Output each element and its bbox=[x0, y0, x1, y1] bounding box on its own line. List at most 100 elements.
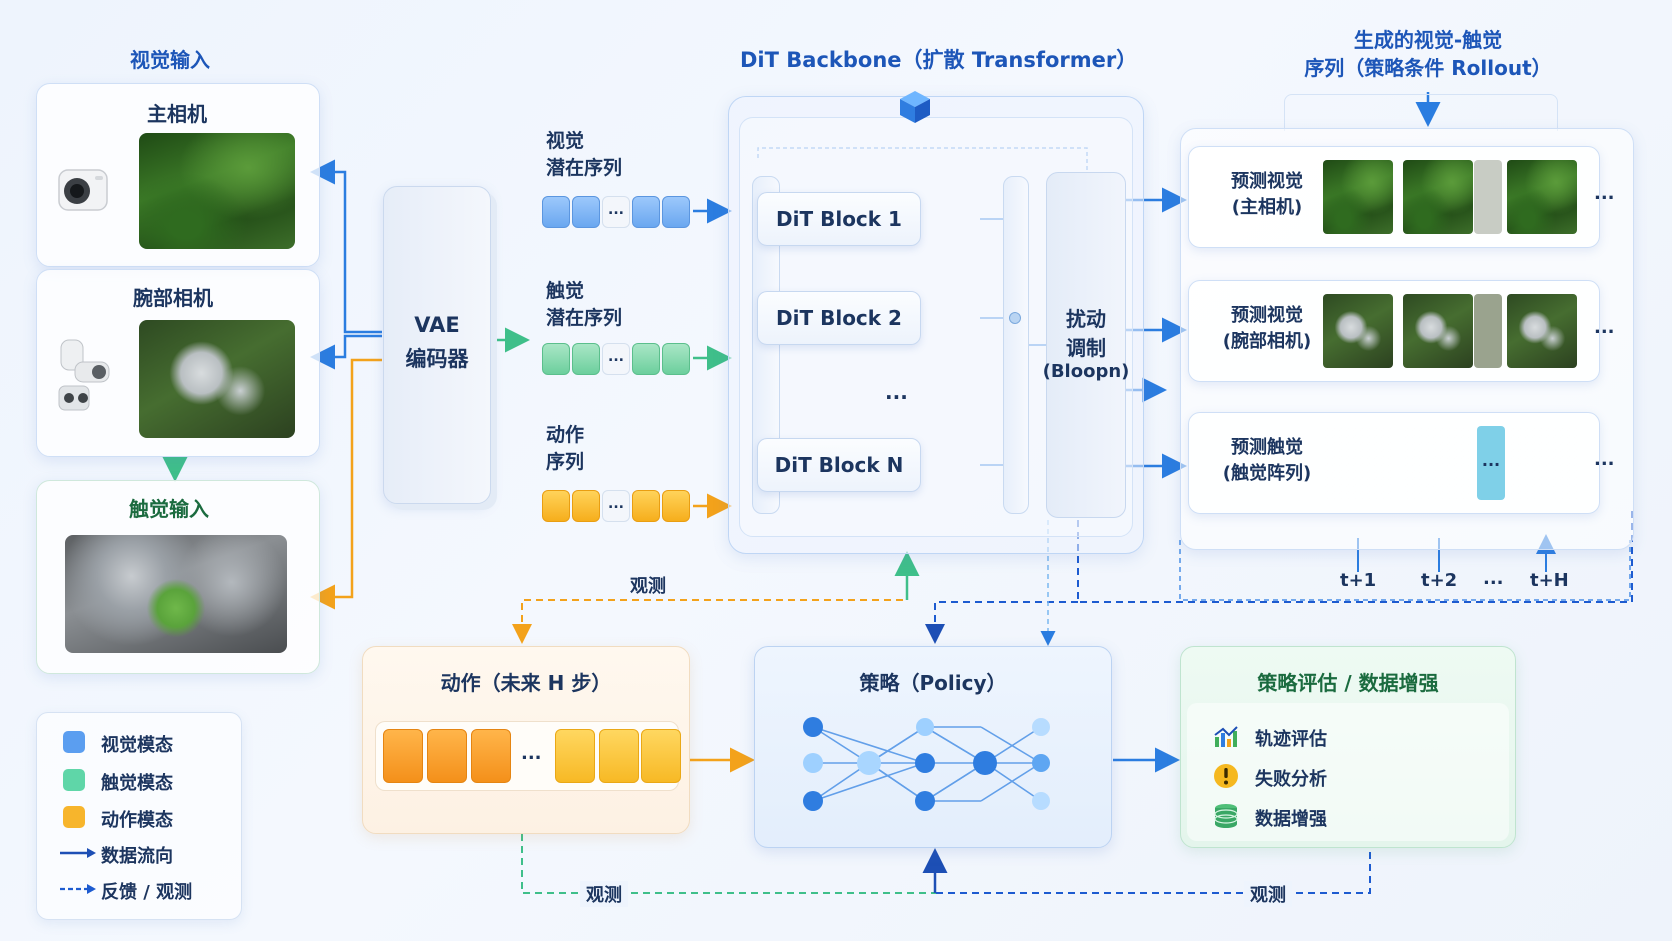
generated-top-bracket bbox=[1284, 94, 1558, 131]
time-label-2: t+2 bbox=[1421, 570, 1458, 591]
legend-swatch-visual bbox=[63, 731, 85, 753]
vae-sublabel: 编码器 bbox=[405, 347, 469, 371]
wrist-camera-image bbox=[139, 320, 295, 438]
pred-frame bbox=[1323, 294, 1393, 368]
pred-frame bbox=[1403, 160, 1473, 234]
pred-frame bbox=[1507, 294, 1577, 368]
legend-arrow-solid-icon bbox=[60, 848, 96, 858]
visual-input-title: 视觉输入 bbox=[130, 48, 210, 72]
tactile-input-title: 触觉输入 bbox=[129, 497, 209, 521]
evaluation-list bbox=[1187, 703, 1509, 841]
evaluation-box: 策略评估 / 数据增强 轨迹评估 失败分析 数据增强 bbox=[1180, 646, 1516, 848]
pred-label-line2: (主相机) bbox=[1231, 197, 1303, 218]
action-future-token bbox=[383, 729, 423, 783]
main-camera-card: 主相机 bbox=[36, 83, 320, 267]
action-seq-line2: 序列 bbox=[546, 451, 585, 473]
chart-icon bbox=[1213, 723, 1239, 749]
pred-row-ellipsis: ... bbox=[1594, 449, 1615, 470]
tactile-token bbox=[572, 343, 600, 375]
wrist-camera-label: 腕部相机 bbox=[133, 286, 213, 310]
action-future-token bbox=[555, 729, 595, 783]
action-future-token bbox=[427, 729, 467, 783]
legend-label-feedback: 反馈 / 观测 bbox=[101, 882, 193, 903]
dit-output-bar bbox=[1003, 176, 1029, 514]
tactile-input-image bbox=[65, 535, 287, 653]
action-token bbox=[542, 490, 570, 522]
evaluation-item-augmentation: 数据增强 bbox=[1255, 809, 1327, 830]
pred-label-line1: 预测触觉 bbox=[1231, 437, 1303, 458]
action-future-token bbox=[471, 729, 511, 783]
observation-label-top: 观测 bbox=[630, 576, 666, 597]
pred-frame bbox=[1507, 160, 1577, 234]
tactile-seq-line1: 触觉 bbox=[546, 280, 585, 302]
database-icon bbox=[1213, 803, 1239, 829]
camera-icon bbox=[55, 164, 111, 214]
evaluation-item-failure: 失败分析 bbox=[1255, 769, 1327, 790]
tactile-heatmap-ellipsis: ... bbox=[1477, 426, 1505, 500]
main-camera-image bbox=[139, 133, 295, 249]
legend-swatch-action bbox=[63, 806, 85, 828]
action-token-ellipsis: ... bbox=[602, 490, 630, 522]
pred-label-line1: 预测视觉 bbox=[1231, 305, 1303, 326]
observation-label-bottom-left: 观测 bbox=[580, 881, 628, 907]
legend-swatch-tactile bbox=[63, 769, 85, 791]
legend-arrow-dashed-icon bbox=[60, 884, 96, 894]
pred-row-label: 预测视觉 (主相机) bbox=[1207, 169, 1327, 221]
cube-icon bbox=[896, 88, 934, 126]
dit-block-n: DiT Block N bbox=[757, 438, 921, 492]
dit-block-2: DiT Block 2 bbox=[757, 291, 921, 345]
pred-label-line2: (触觉阵列) bbox=[1222, 463, 1312, 484]
legend: 视觉模态 触觉模态 动作模态 数据流向 反馈 / 观测 bbox=[36, 712, 242, 920]
time-label-ellipsis: ... bbox=[1483, 568, 1504, 589]
visual-seq-line1: 视觉 bbox=[546, 130, 585, 152]
legend-label-action: 动作模态 bbox=[101, 810, 173, 831]
pred-row-wrist-camera: 预测视觉 (腕部相机) ... bbox=[1188, 280, 1615, 382]
action-future-token bbox=[641, 729, 681, 783]
vae-label: VAE bbox=[414, 313, 460, 337]
pred-label-line2: (腕部相机) bbox=[1222, 331, 1312, 352]
action-future-token bbox=[599, 729, 639, 783]
legend-label-tactile: 触觉模态 bbox=[101, 773, 173, 794]
policy-title: 策略（Policy） bbox=[859, 671, 1007, 695]
wrist-camera-card: 腕部相机 bbox=[36, 269, 320, 457]
tactile-token bbox=[662, 343, 690, 375]
tactile-heatmap-frame bbox=[1509, 426, 1579, 500]
action-future-box: 动作（未来 H 步） ... bbox=[362, 646, 690, 834]
pred-row-label: 预测触觉 (触觉阵列) bbox=[1207, 435, 1327, 487]
visual-token bbox=[572, 196, 600, 228]
visual-token-ellipsis: ... bbox=[602, 196, 630, 228]
tactile-heatmap-frame bbox=[1403, 426, 1473, 500]
pred-row-tactile: 预测触觉 (触觉阵列) ... ... bbox=[1188, 412, 1615, 514]
tactile-seq-label: 触觉潜在序列 bbox=[546, 278, 622, 332]
pred-row-main-camera: 预测视觉 (主相机) ... bbox=[1188, 146, 1615, 248]
tactile-input-card: 触觉输入 bbox=[36, 480, 320, 674]
pred-label-line1: 预测视觉 bbox=[1231, 171, 1303, 192]
robot-arm-icon bbox=[51, 334, 121, 418]
modulation-block: 扰动 调制 (Bloopn) bbox=[1043, 172, 1129, 518]
pred-frame bbox=[1323, 160, 1393, 234]
tactile-heatmap-frame bbox=[1323, 426, 1393, 500]
vae-encoder: VAE 编码器 bbox=[383, 186, 491, 504]
action-token bbox=[662, 490, 690, 522]
action-seq-label: 动作序列 bbox=[546, 422, 584, 476]
tactile-seq-line2: 潜在序列 bbox=[546, 307, 623, 329]
modulation-line1: 扰动 bbox=[1066, 307, 1106, 331]
observation-label-bottom-right: 观测 bbox=[1244, 881, 1292, 907]
pred-row-label: 预测视觉 (腕部相机) bbox=[1207, 303, 1327, 355]
dit-block-1: DiT Block 1 bbox=[757, 192, 921, 246]
neural-network-icon bbox=[803, 717, 1050, 811]
dit-block-ellipsis: ... bbox=[885, 380, 908, 404]
dit-title: DiT Backbone（扩散 Transformer） bbox=[740, 48, 1138, 72]
pred-row-ellipsis: ... bbox=[1594, 317, 1615, 338]
main-camera-label: 主相机 bbox=[147, 102, 207, 126]
pred-frame-faded bbox=[1474, 294, 1502, 368]
pred-row-ellipsis: ... bbox=[1594, 183, 1615, 204]
modulation-line3: (Bloopn) bbox=[1042, 361, 1130, 382]
visual-token bbox=[632, 196, 660, 228]
visual-seq-label: 视觉潜在序列 bbox=[546, 128, 622, 182]
evaluation-title: 策略评估 / 数据增强 bbox=[1257, 671, 1439, 695]
generated-title-line2: 序列（策略条件 Rollout） bbox=[1304, 56, 1552, 80]
pred-frame bbox=[1403, 294, 1473, 368]
generated-title-line1: 生成的视觉-触觉 bbox=[1353, 28, 1503, 52]
tactile-token-ellipsis: ... bbox=[602, 343, 630, 375]
